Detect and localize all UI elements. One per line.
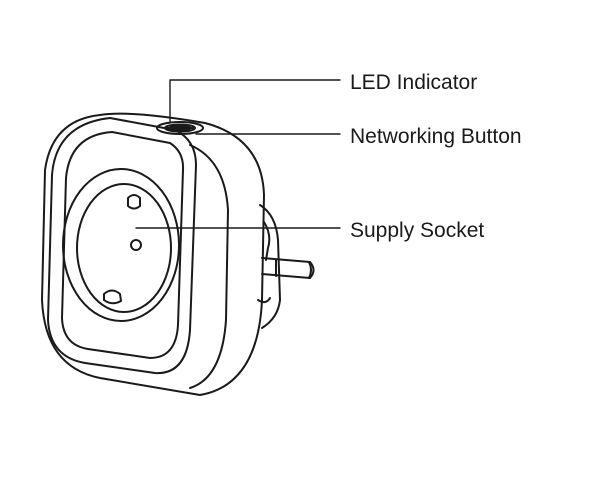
body-outline: [41, 112, 265, 396]
socket-outer-ring: [62, 168, 180, 322]
plug-pin: [261, 257, 315, 279]
earth-clip-bottom: [103, 289, 122, 305]
front-face-inner: [61, 131, 185, 359]
front-face: [47, 117, 197, 375]
plug-base: [257, 204, 281, 329]
networking-button-label: Networking Button: [350, 125, 522, 148]
supply-socket-graphic: [62, 168, 180, 322]
led-indicator-label: LED Indicator: [350, 71, 478, 94]
socket-inner-ring: [76, 183, 172, 313]
leader-line-led: [169, 79, 341, 124]
networking-button-graphic: [156, 121, 204, 135]
leader-lines: [135, 79, 341, 229]
supply-socket-label: Supply Socket: [350, 219, 485, 242]
device-body: [41, 112, 265, 396]
front-face-outer: [47, 117, 197, 375]
socket-hole: [130, 239, 142, 251]
earth-clip-top: [127, 194, 141, 210]
